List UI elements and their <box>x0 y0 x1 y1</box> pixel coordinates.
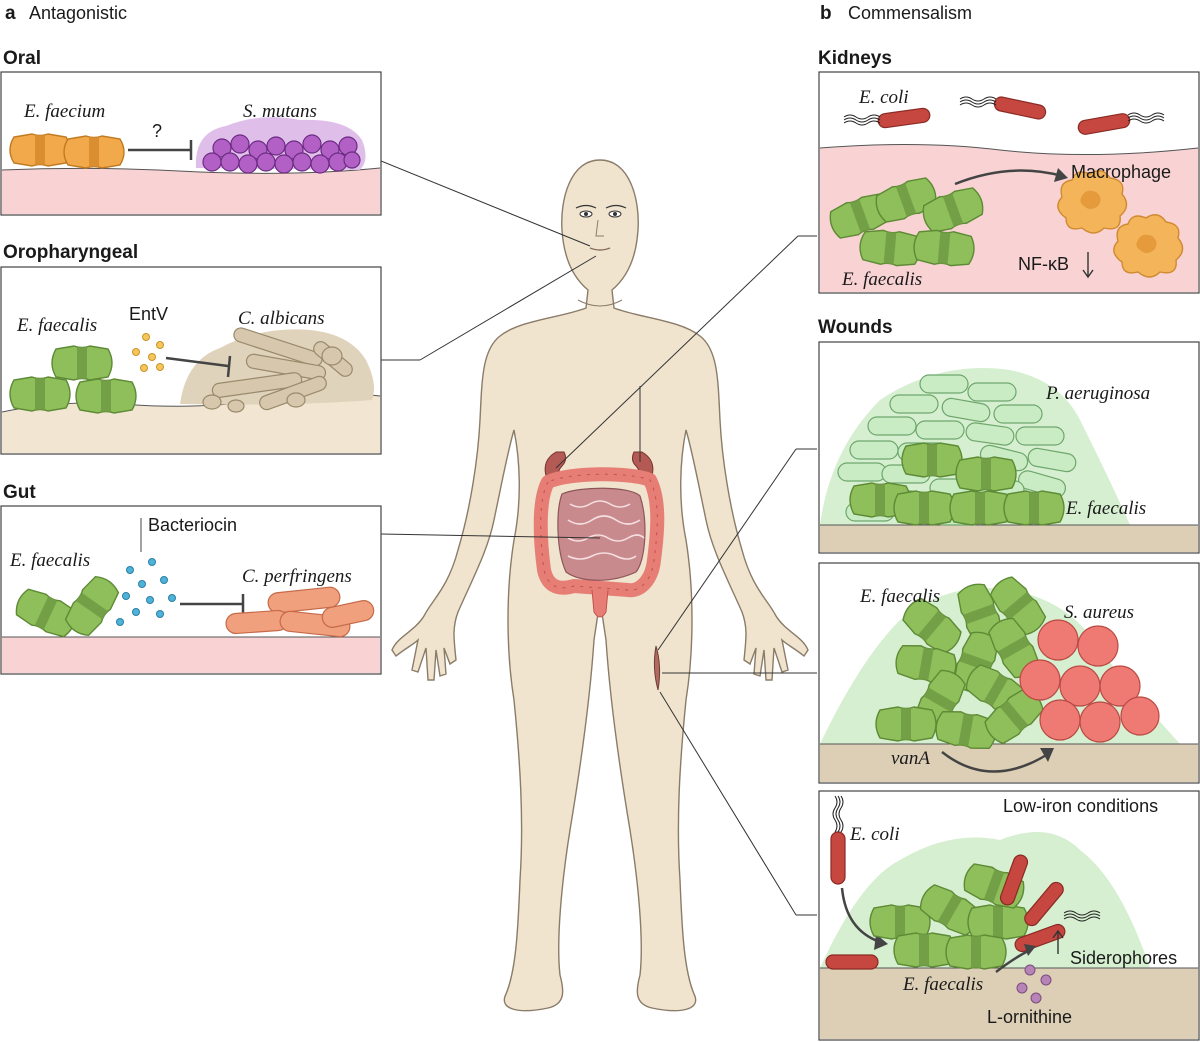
wounds-box2-s-aureus: S. aureus <box>1064 602 1134 623</box>
oropharyngeal-species-c-albicans: C. albicans <box>238 308 325 329</box>
gut-box <box>0 505 382 675</box>
wounds-box2-e-faecalis: E. faecalis <box>859 586 940 607</box>
oral-heading: Oral <box>3 48 41 69</box>
c-perfringens-cluster <box>225 586 375 638</box>
gut-species-c-perfringens: C. perfringens <box>242 566 352 587</box>
panel-a-title: Antagonistic <box>29 3 127 23</box>
oral-box <box>0 71 382 216</box>
wounds-box3-l-ornithine: L-ornithine <box>987 1007 1072 1027</box>
wounds-box3-e-coli: E. coli <box>849 824 900 845</box>
connector-lines <box>380 160 817 916</box>
kidneys-box <box>818 71 1200 294</box>
wounds-box3-condition: Low-iron conditions <box>1003 796 1158 816</box>
kidneys-species-e-coli: E. coli <box>858 87 909 108</box>
oropharyngeal-molecule-entv: EntV <box>129 304 168 324</box>
wounds-box1-p-aeruginosa: P. aeruginosa <box>1045 383 1150 404</box>
panel-b-letter: b <box>820 3 832 24</box>
entv-peptide-dots <box>132 333 164 372</box>
wounds-box1-e-faecalis: E. faecalis <box>1065 498 1146 519</box>
kidneys-macrophage-label: Macrophage <box>1071 162 1171 182</box>
gut-molecule-bacteriocin: Bacteriocin <box>148 515 237 535</box>
human-body-illustration <box>391 159 809 1012</box>
oropharyngeal-species-e-faecalis: E. faecalis <box>16 315 97 336</box>
kidneys-nfkb-label: NF-κB <box>1018 254 1069 274</box>
wounds-box-2 <box>818 562 1200 784</box>
s-mutans-cluster <box>202 134 361 174</box>
gut-heading: Gut <box>3 482 36 503</box>
bacteriocin-dots <box>116 558 176 626</box>
panel-b-title: Commensalism <box>848 3 972 23</box>
gut-species-e-faecalis: E. faecalis <box>9 550 90 571</box>
wounds-heading: Wounds <box>818 317 893 338</box>
oropharyngeal-heading: Oropharyngeal <box>3 242 138 263</box>
oral-question-mark: ? <box>152 121 162 141</box>
wounds-box2-vana-gene: vanA <box>891 748 930 769</box>
wounds-box3-siderophores: Siderophores <box>1070 948 1177 968</box>
wounds-box-1 <box>818 341 1200 554</box>
panel-a-letter: a <box>5 3 16 24</box>
kidneys-species-e-faecalis: E. faecalis <box>841 269 922 290</box>
c-albicans-hyphae <box>202 327 353 413</box>
oral-species-e-faecium: E. faecium <box>23 101 105 122</box>
oropharyngeal-box <box>0 266 382 455</box>
kidneys-heading: Kidneys <box>818 48 892 69</box>
oral-species-s-mutans: S. mutans <box>243 101 317 122</box>
wounds-box-3 <box>818 790 1200 1041</box>
wounds-box3-e-faecalis: E. faecalis <box>902 974 983 995</box>
s-aureus-cluster <box>1019 619 1160 743</box>
l-ornithine-dots <box>1016 964 1052 1004</box>
